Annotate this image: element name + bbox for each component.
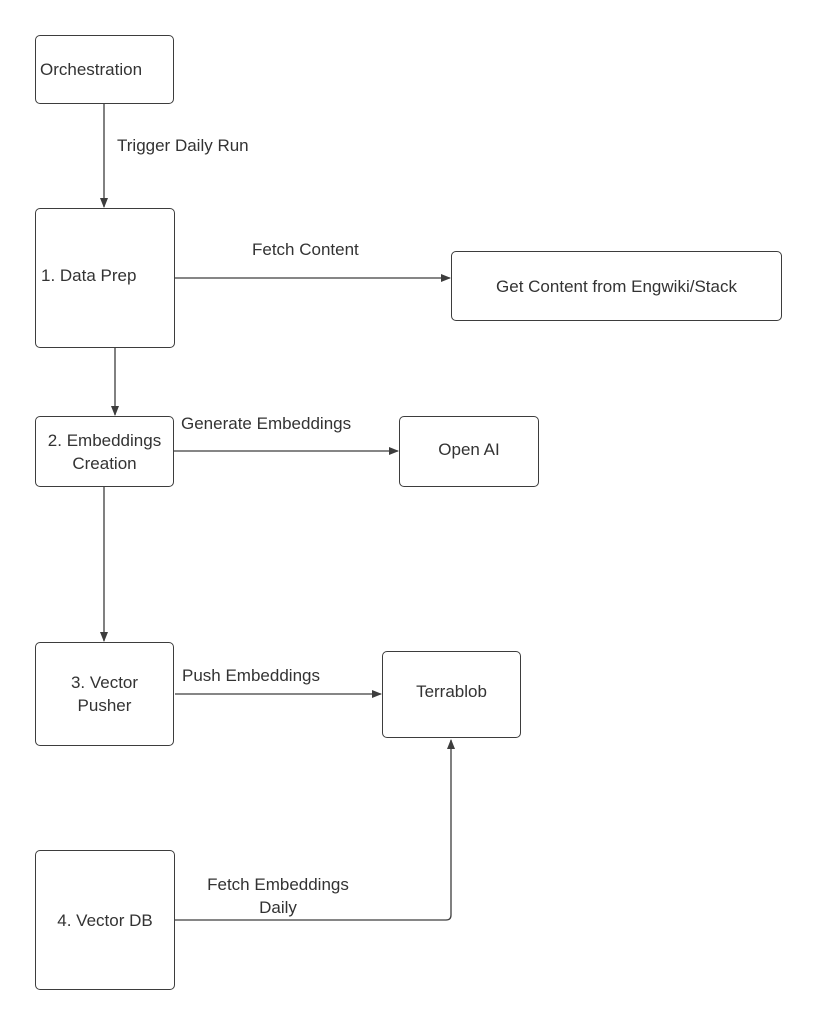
trigger-daily-run-label: Trigger Daily Run [117,136,249,155]
open-ai-label: Open AI [438,440,500,459]
embeddings-creation-label: 2. Embeddings Creation [47,430,162,473]
edge-vector-db-to-terrablob [175,739,455,921]
terrablob-label: Terrablob [416,682,487,701]
vector-db-node[interactable]: 4. Vector DB [35,850,175,990]
fetch-content-label: Fetch Content [252,240,359,259]
vector-pusher-label: 3. Vector Pusher [70,673,139,715]
fetch-embeddings-daily-label: Fetch Embeddings Daily [207,875,349,917]
terrablob-node[interactable]: Terrablob [382,651,521,738]
vector-db-label: 4. Vector DB [57,910,153,930]
data-prep-node[interactable]: 1. Data Prep [35,208,175,348]
engwiki-node[interactable]: Get Content from Engwiki/Stack [451,251,782,321]
orchestration-label: Orchestration [40,60,143,79]
push-embeddings-label: Push Embeddings [182,666,320,685]
embeddings-creation-node[interactable]: 2. Embeddings Creation [35,416,174,487]
open-ai-node[interactable]: Open AI [399,416,539,487]
generate-embeddings-label: Generate Embeddings [181,414,352,433]
vector-pusher-node[interactable]: 3. Vector Pusher [35,642,174,746]
data-prep-label: 1. Data Prep [41,266,137,285]
engwiki-label: Get Content from Engwiki/Stack [496,276,737,296]
orchestration-node[interactable]: Orchestration [35,35,174,104]
